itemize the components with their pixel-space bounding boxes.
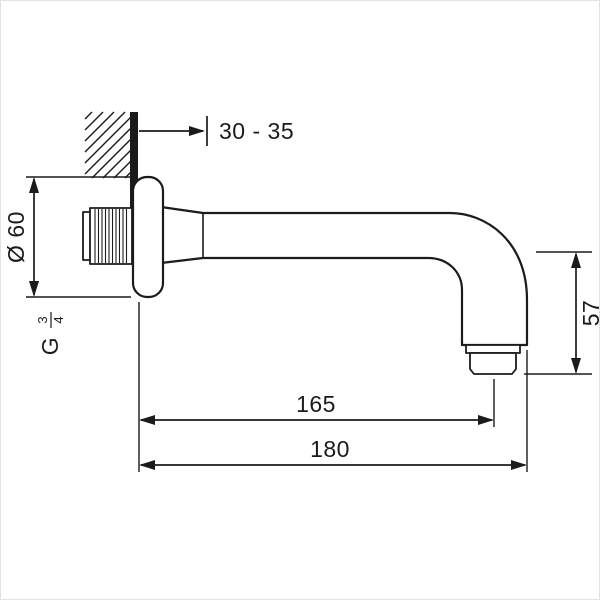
wall-line (130, 112, 138, 208)
arrow-up-icon (29, 177, 39, 193)
arrow-down-icon (29, 281, 39, 297)
dim-wall-depth: 30 - 35 (139, 116, 294, 146)
aerator-lip (465, 344, 521, 354)
dim-total-reach: 180 (139, 350, 528, 472)
spout-body (159, 205, 529, 347)
dim-flange-diameter: Ø 60 (3, 176, 131, 298)
aerator (465, 344, 521, 375)
aerator-body (469, 352, 517, 375)
arrow-right-icon (511, 460, 527, 470)
wall-hatching (84, 111, 132, 179)
escutcheon-flange (131, 175, 165, 299)
wall-depth-label: 30 - 35 (219, 118, 294, 144)
thread-numerator-label: 3 (35, 316, 50, 323)
arrow-down-icon (571, 358, 581, 374)
dim-thread-label: G 3 4 (35, 312, 66, 355)
arrow-up-icon (571, 252, 581, 268)
dim-drop-height: 57 (524, 251, 600, 375)
thread-prefix-label: G (37, 337, 63, 355)
drop-height-label: 57 (578, 300, 600, 327)
thread-texture (94, 209, 128, 263)
arrow-left-icon (139, 415, 155, 425)
nipple-body (89, 207, 133, 265)
thread-denominator-label: 4 (51, 316, 66, 323)
flange-diameter-label: Ø 60 (3, 211, 29, 263)
reach-outlet-label: 165 (296, 391, 336, 417)
arrow-right-icon (478, 415, 494, 425)
total-reach-label: 180 (310, 436, 350, 462)
arrow-left-icon (139, 460, 155, 470)
arrow-right-icon (189, 126, 205, 136)
thread-nipple (82, 207, 133, 265)
dim-reach-outlet: 165 (138, 302, 495, 472)
